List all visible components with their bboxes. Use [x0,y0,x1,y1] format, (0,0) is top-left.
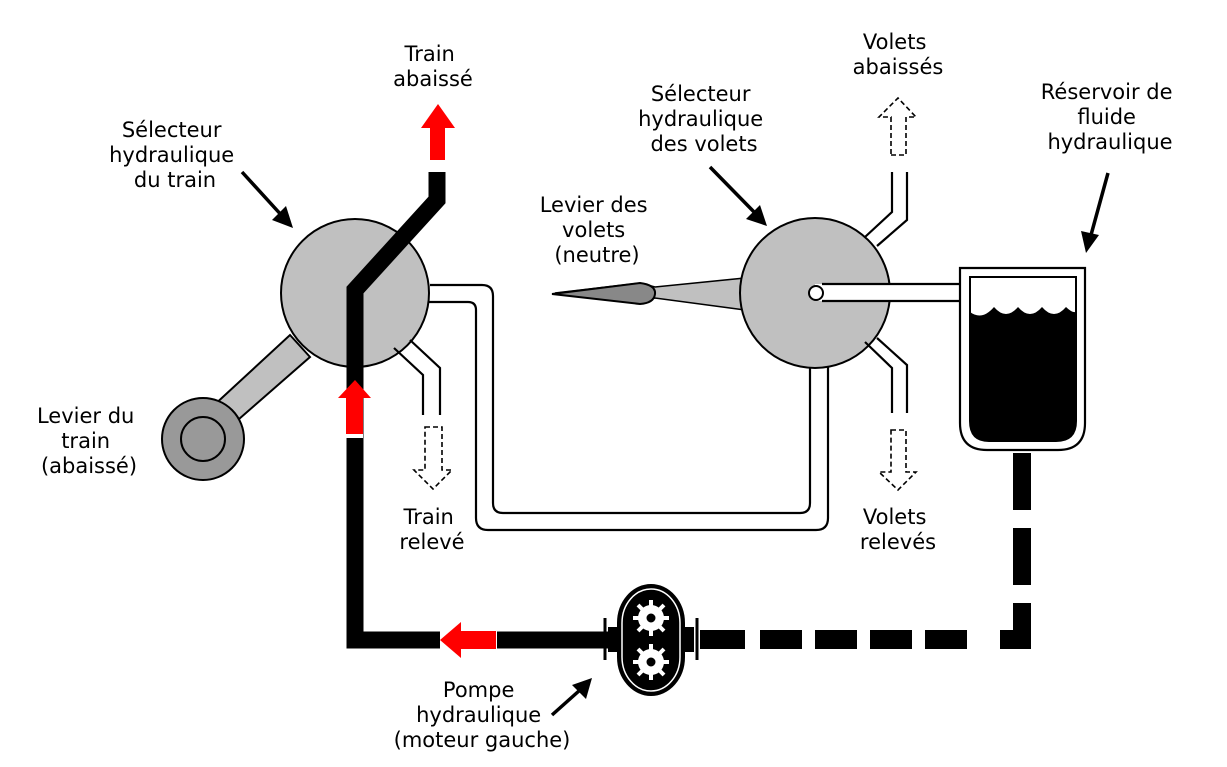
label-train-up: Train relevé [399,505,464,554]
hydraulic-fluid [970,307,1076,441]
label-flap-lever: Levier des volets (neutre) [540,193,655,267]
flow-arrow-train-down [421,104,455,160]
pointer-arrow-gear-selector [240,170,293,228]
gear-lever [161,333,312,481]
flap-selector-down-outlet [864,172,909,247]
pressure-line-gear [346,172,446,649]
hydraulic-pump [603,584,699,696]
gear-selector-up-outlet [393,339,442,415]
flap-selector-up-outlet [864,337,909,413]
label-pump: Pompe hydraulique (moteur gauche) [394,678,571,752]
label-train-down: Train abaissé [393,42,473,91]
pointer-arrow-reservoir [1081,172,1110,253]
return-line-gear-to-flap [428,283,830,532]
label-gear-selector: Sélecteur hydraulique du train [109,118,241,192]
pointer-arrow-flap-selector [708,165,767,226]
label-gear-lever: Levier du train (abaissé) [37,404,141,478]
dashed-arrow-train-up [412,426,454,491]
dashed-arrow-flaps-down [877,96,918,156]
flap-lever-knob [551,281,657,306]
pointer-arrow-pump [550,678,592,717]
label-reservoir: Réservoir de fluide hydraulique [1041,80,1179,154]
label-flaps-down: Volets abaissés [853,30,944,79]
dashed-arrow-flaps-up [876,429,918,492]
suction-line [700,453,1031,649]
flow-arrow-gear-inlet [338,380,371,438]
flap-lever [551,277,746,311]
reservoir [958,266,1087,452]
label-flap-selector: Sélecteur hydraulique des volets [638,82,770,156]
label-flaps-up: Volets relevés [860,505,936,554]
flow-arrow-pump-outlet [440,622,496,658]
